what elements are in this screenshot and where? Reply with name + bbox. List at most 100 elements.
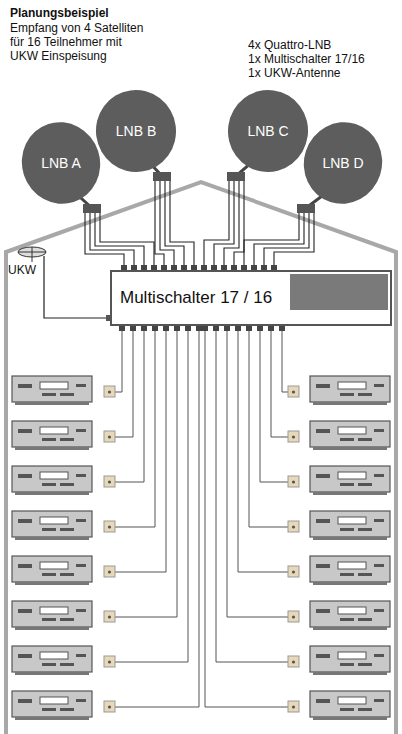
coax-cable-bundle bbox=[155, 181, 194, 265]
diagram-title: Planungsbeispiel bbox=[10, 6, 109, 20]
receiver bbox=[12, 421, 92, 450]
socket-hole bbox=[292, 525, 295, 528]
outlet-cable bbox=[114, 331, 188, 662]
parts-list-item: 1x Multischalter 17/16 bbox=[248, 52, 365, 66]
output-port bbox=[246, 326, 252, 331]
wall-socket bbox=[288, 431, 299, 442]
receiver bbox=[310, 601, 390, 630]
output-port bbox=[141, 326, 147, 331]
wall-socket bbox=[288, 386, 299, 397]
coax-cable bbox=[160, 181, 174, 265]
receiver bbox=[12, 646, 92, 675]
socket-hole bbox=[108, 705, 111, 708]
coax-cable-bundle bbox=[204, 181, 244, 265]
receiver bbox=[310, 376, 390, 405]
dish-reflector bbox=[302, 120, 384, 206]
output-port bbox=[130, 326, 136, 331]
outlet-cable bbox=[260, 331, 288, 482]
receiver bbox=[310, 556, 390, 585]
outlet-cable bbox=[114, 331, 122, 392]
socket-hole bbox=[108, 390, 111, 393]
wall-socket bbox=[288, 701, 299, 712]
receiver bbox=[310, 466, 390, 495]
coax-cable-bundle bbox=[244, 213, 314, 265]
coax-cable bbox=[165, 181, 184, 265]
coax-cable bbox=[90, 213, 134, 265]
wall-socket bbox=[104, 566, 115, 577]
dish-reflector bbox=[20, 120, 102, 206]
outlet-cable bbox=[114, 331, 166, 572]
satellite-dish: LNB A bbox=[20, 120, 102, 206]
wall-socket bbox=[288, 521, 299, 532]
outlet-cable bbox=[282, 331, 288, 392]
coax-cable bbox=[254, 213, 304, 265]
wall-socket bbox=[104, 386, 115, 397]
output-port bbox=[196, 326, 202, 331]
dish-label: LNB A bbox=[20, 155, 102, 171]
socket-hole bbox=[108, 570, 111, 573]
receiver bbox=[310, 511, 390, 540]
subtitle-note: Empfang von 4 Satelliten für 16 Teilnehm… bbox=[10, 21, 150, 63]
lnb-head bbox=[153, 172, 171, 181]
outlet-cable bbox=[114, 331, 155, 527]
output-port bbox=[152, 326, 158, 331]
coax-cable bbox=[100, 213, 154, 265]
socket-hole bbox=[108, 525, 111, 528]
wall-socket bbox=[288, 611, 299, 622]
coax-cable-bundle bbox=[85, 213, 154, 265]
parts-list-item: 1x UKW-Antenne bbox=[248, 66, 341, 80]
wall-socket bbox=[104, 431, 115, 442]
outlet-cables bbox=[114, 331, 288, 707]
wall-socket bbox=[288, 476, 299, 487]
output-port bbox=[224, 326, 230, 331]
socket-hole bbox=[108, 480, 111, 483]
dish-reflector bbox=[94, 88, 178, 174]
wall-socket bbox=[104, 521, 115, 532]
outlet-cable bbox=[114, 331, 177, 617]
coax-cable bbox=[170, 181, 194, 265]
outlet-cable bbox=[114, 331, 133, 437]
switch-panel bbox=[290, 274, 388, 310]
coax-cable bbox=[234, 181, 244, 265]
receiver bbox=[310, 421, 390, 450]
wall-socket bbox=[104, 701, 115, 712]
output-port bbox=[119, 326, 125, 331]
satellite-dish: LNB B bbox=[94, 88, 178, 174]
output-port bbox=[213, 326, 219, 331]
receiver bbox=[12, 376, 92, 405]
outlet-cable bbox=[249, 331, 288, 527]
satellite-dish: LNB C bbox=[226, 88, 310, 174]
ukw-antenna bbox=[18, 247, 111, 321]
multiswitch-box: Multischalter 17 / 16 bbox=[110, 270, 392, 326]
coax-cable bbox=[274, 213, 314, 265]
output-port bbox=[279, 326, 285, 331]
socket-hole bbox=[108, 660, 111, 663]
outlet-cable bbox=[227, 331, 288, 617]
outlet-cable bbox=[271, 331, 288, 437]
dish-label: LNB D bbox=[302, 155, 384, 171]
receiver bbox=[12, 556, 92, 585]
socket-hole bbox=[108, 615, 111, 618]
output-port bbox=[235, 326, 241, 331]
outlet-cable bbox=[216, 331, 288, 662]
outlet-cable bbox=[205, 331, 288, 707]
receiver bbox=[12, 511, 92, 540]
output-port bbox=[202, 326, 208, 331]
receiver bbox=[310, 646, 390, 675]
coax-cable bbox=[264, 213, 309, 265]
output-port bbox=[163, 326, 169, 331]
lnb-head bbox=[297, 204, 315, 213]
antenna-label: UKW bbox=[8, 263, 36, 277]
receiver bbox=[12, 466, 92, 495]
lnb-head bbox=[227, 172, 245, 181]
dish-reflector bbox=[226, 88, 310, 174]
receiver bbox=[12, 601, 92, 630]
coax-cable bbox=[204, 181, 229, 265]
house-outline bbox=[6, 182, 396, 734]
output-port bbox=[185, 326, 191, 331]
switch-label: Multischalter 17 / 16 bbox=[120, 288, 272, 308]
output-port bbox=[257, 326, 263, 331]
socket-hole bbox=[292, 435, 295, 438]
